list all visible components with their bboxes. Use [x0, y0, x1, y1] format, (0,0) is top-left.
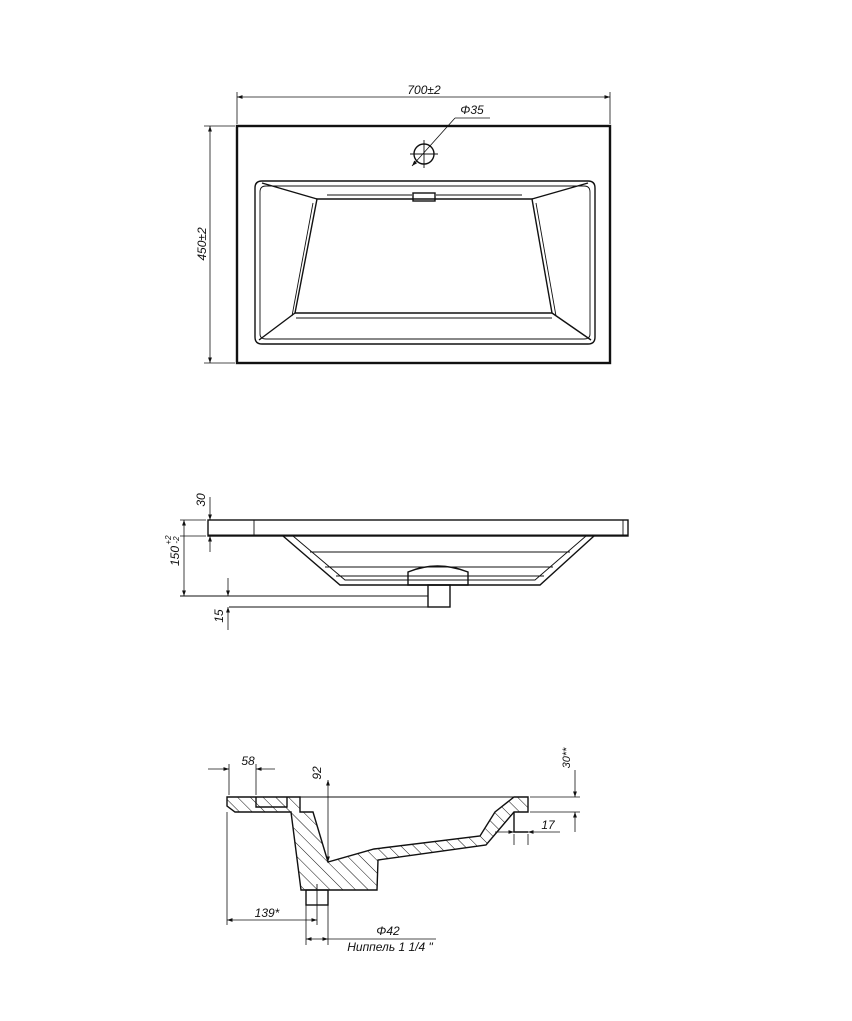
basin-outline [235, 124, 612, 365]
bowl-depth-label: 92 [310, 766, 324, 780]
height-tolerance-minus: -2 [172, 536, 181, 544]
width-dimension-label: 700±2 [407, 83, 441, 97]
right-rim-label: 17 [541, 818, 556, 832]
height-tolerance-plus: +2 [164, 535, 173, 545]
section-left-wall [226, 796, 529, 891]
height-dimension-label: 150 [168, 546, 182, 566]
countertop-slab [207, 519, 629, 537]
tap-hole-dimension-label: Φ35 [460, 103, 484, 117]
bowl-profile [282, 535, 595, 586]
bowl-outer-contour [254, 180, 596, 345]
slab-thickness-label: 30 [194, 493, 208, 507]
bowl-floor [294, 198, 553, 314]
rim-width-label: 58 [241, 754, 255, 768]
edge-thickness-label: 30** [561, 747, 573, 769]
depth-dimension-label: 450±2 [195, 227, 209, 261]
section-view: 58 92 30** 17 139* Φ42 Ниппель 1 1/4 " [208, 747, 580, 954]
bottom-offset-label: 15 [212, 609, 226, 623]
bowl-inner-contour [259, 185, 591, 340]
drain-diameter-label: Φ42 [376, 924, 400, 938]
side-view: 30 150 +2 -2 15 [164, 493, 629, 630]
plan-view: 700±2 Φ35 450±2 [195, 83, 612, 365]
waste-pipe [427, 584, 451, 608]
drain-offset-label: 139* [255, 906, 280, 920]
drain-cup [407, 565, 469, 586]
overflow-slot [412, 192, 436, 202]
nipple-label: Ниппель 1 1/4 " [347, 940, 433, 954]
